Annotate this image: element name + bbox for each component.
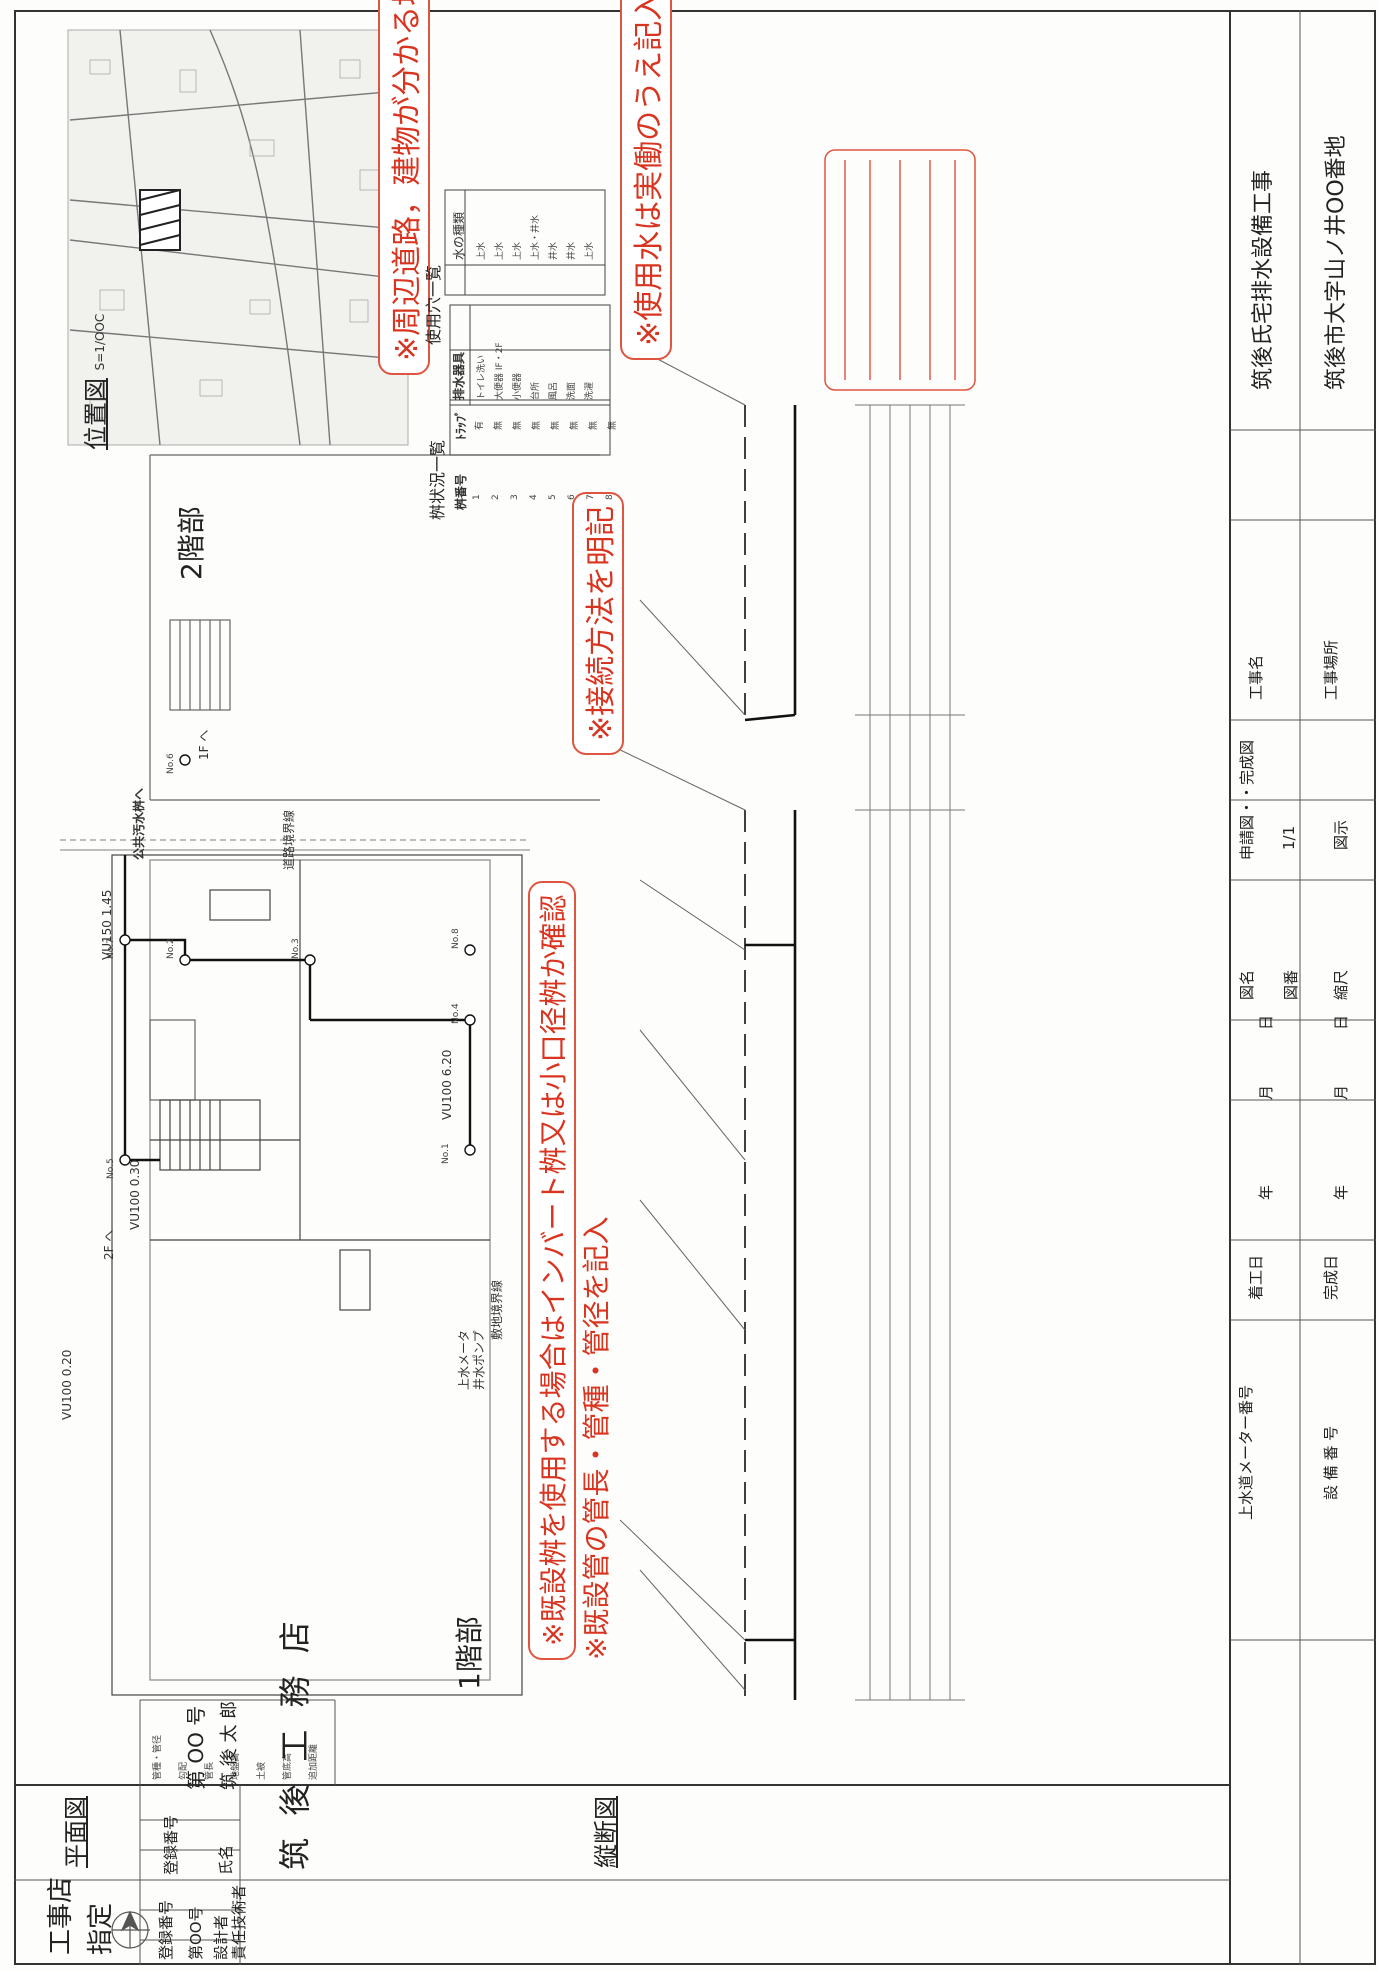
usage-row-fixture: 風呂 bbox=[549, 381, 559, 400]
inlet-label: No.8 bbox=[451, 928, 461, 949]
inlet-header-1: 桝番号 bbox=[454, 473, 468, 510]
inlet-row-trap: 無 bbox=[551, 420, 561, 430]
boundary-label: 敷地境界線 bbox=[490, 1279, 504, 1340]
site-address: 筑後市大字山ノ井OO番地 bbox=[1324, 135, 1349, 390]
inlet-row-trap: 有 bbox=[475, 420, 485, 430]
inlet-row-number: 3 bbox=[510, 494, 520, 500]
location-map-title: 位置図 S=1/OOC bbox=[82, 313, 110, 450]
usage-row-water: 上水 bbox=[513, 241, 523, 260]
connect-label: 公共汚水桝へ bbox=[132, 787, 146, 860]
drawing-no-label: 図番 bbox=[1282, 969, 1300, 1000]
project-name: 筑後氏宅排水設備工事 bbox=[1251, 169, 1276, 390]
usage-row-water: 井水 bbox=[549, 241, 559, 260]
connection-note: ※接続方法を明記 bbox=[572, 491, 624, 755]
scale-label: 縮尺 bbox=[1332, 969, 1350, 1000]
inlet-row-number: 5 bbox=[548, 494, 558, 500]
floor1-label: 1階部 bbox=[453, 1616, 486, 1690]
reg-label: 登録番号 bbox=[162, 1814, 180, 1875]
legend-row-label: 土被 bbox=[257, 1761, 267, 1780]
usage-row-water: 井水 bbox=[567, 241, 577, 260]
pipe-label-bottom: VU100 6.20 bbox=[440, 1049, 454, 1120]
finish-month: 月 bbox=[1332, 1084, 1350, 1100]
inlet-label: No.4 bbox=[451, 1003, 461, 1024]
inlet-row-number: 1 bbox=[472, 494, 482, 500]
usage-header-2: 水の種類 bbox=[452, 211, 466, 260]
inlet-row-trap: 無 bbox=[513, 420, 523, 430]
meter-label: 上水道メーター番号 bbox=[1237, 1384, 1255, 1520]
scale-value: 図示 bbox=[1332, 819, 1350, 850]
plan-title: 平面図 bbox=[62, 1796, 90, 1868]
existing-pipe-note: ※既設管の管長・管種・管径を記入 bbox=[580, 1216, 613, 1660]
usage-row-fixture: 大便器 IF・2F bbox=[495, 342, 505, 400]
inlet-label: No.1 bbox=[441, 1143, 451, 1164]
existing-inlet-note: ※既設桝を使用する場合はインバート桝又は小口径桝か確認 bbox=[528, 880, 576, 1660]
setting-no-label: 設 備 番 号 bbox=[1322, 1425, 1340, 1500]
inlet-row-trap: 無 bbox=[532, 420, 542, 430]
usage-row-water: 上水 bbox=[477, 241, 487, 260]
pipe-label-top: VU100 0.20 bbox=[60, 1349, 74, 1420]
pipe-label-low: VU100 0.30 bbox=[128, 1159, 142, 1230]
reg-no-label: 登録番号 bbox=[157, 1899, 175, 1960]
usage-row-fixture: トイレ洗い bbox=[477, 354, 487, 400]
reg-no-value: 第OO号 bbox=[187, 1906, 205, 1960]
sheet-border bbox=[14, 10, 1376, 1965]
usage-row-fixture: 洗濯 bbox=[585, 381, 595, 400]
start-year: 年 bbox=[1257, 1184, 1275, 1200]
inlet-label: No.6 bbox=[166, 753, 176, 774]
inlet-row-trap: 無 bbox=[570, 420, 580, 430]
floor2-label: 2階部 bbox=[175, 506, 208, 580]
to-2f-label: 2F へ bbox=[102, 1229, 116, 1260]
inlet-header-2: ﾄﾗｯﾌﾟ bbox=[454, 409, 468, 440]
water-note: ※使用水は実働のうえ記入 bbox=[620, 0, 672, 360]
finish-day: 日 bbox=[1332, 1014, 1350, 1030]
inlet-row-number: 4 bbox=[529, 494, 539, 500]
inlet-label: No.5 bbox=[106, 1158, 116, 1179]
company-name: 筑 後 工 務 店 bbox=[276, 1615, 314, 1870]
finish-label: 完成日 bbox=[1322, 1254, 1340, 1300]
contractor-label: 工事店 bbox=[46, 1876, 76, 1955]
usage-row-fixture: 小便器 bbox=[513, 372, 523, 400]
person-name: 筑 後 太 郎 bbox=[219, 1700, 240, 1790]
finish-year: 年 bbox=[1332, 1184, 1350, 1200]
name-label: 氏名 bbox=[217, 1844, 235, 1875]
to-1f-label: 1F へ bbox=[197, 729, 211, 760]
site-label: 工事場所 bbox=[1322, 639, 1340, 700]
inlet-label: No.3 bbox=[291, 938, 301, 959]
start-day: 日 bbox=[1257, 1014, 1275, 1030]
usage-table-title: 使用穴一覧 bbox=[424, 264, 443, 345]
usage-header-1: 排水器具 bbox=[452, 351, 466, 400]
inlet-row-number: 6 bbox=[567, 494, 577, 500]
inlet-row-number: 7 bbox=[586, 494, 596, 500]
usage-row-fixture: 台所 bbox=[531, 381, 541, 400]
inlet-row-number: 2 bbox=[491, 494, 501, 500]
inlet-row-trap: 無 bbox=[608, 420, 618, 430]
start-label: 着工日 bbox=[1247, 1254, 1265, 1300]
drawing-label: 図名 bbox=[1238, 969, 1256, 1000]
inlet-row-trap: 無 bbox=[494, 420, 504, 430]
usage-row-water: 上水・井水 bbox=[531, 214, 541, 260]
road-label: 道路境界線 bbox=[282, 809, 296, 870]
inlet-label: No.2 bbox=[166, 938, 176, 959]
designate-label: 指定 bbox=[86, 1902, 116, 1955]
well-pump-label: 井水ポンプ bbox=[472, 1330, 486, 1390]
legend-row-label: 管種・管径 bbox=[153, 1734, 163, 1780]
company-no: 第 OO 号 bbox=[184, 1705, 208, 1790]
usage-row-fixture: 洗面 bbox=[567, 381, 577, 400]
usage-row-water: 上水 bbox=[585, 241, 595, 260]
drawing-no: 1/1 bbox=[1280, 825, 1298, 850]
inlet-table-title: 桝状況一覧 bbox=[428, 439, 447, 520]
inlet-label: No.7 bbox=[106, 938, 116, 959]
start-month: 月 bbox=[1257, 1084, 1275, 1100]
section-title: 縦断図 bbox=[592, 1796, 620, 1868]
technician-label: 責任技術者 bbox=[230, 1884, 248, 1960]
inlet-row-trap: 無 bbox=[589, 420, 599, 430]
drawing-name: 申請図・・完成図 bbox=[1238, 739, 1256, 860]
usage-row-water: 上水 bbox=[495, 241, 505, 260]
project-label: 工事名 bbox=[1247, 654, 1265, 700]
inlet-row-number: 8 bbox=[605, 494, 615, 500]
